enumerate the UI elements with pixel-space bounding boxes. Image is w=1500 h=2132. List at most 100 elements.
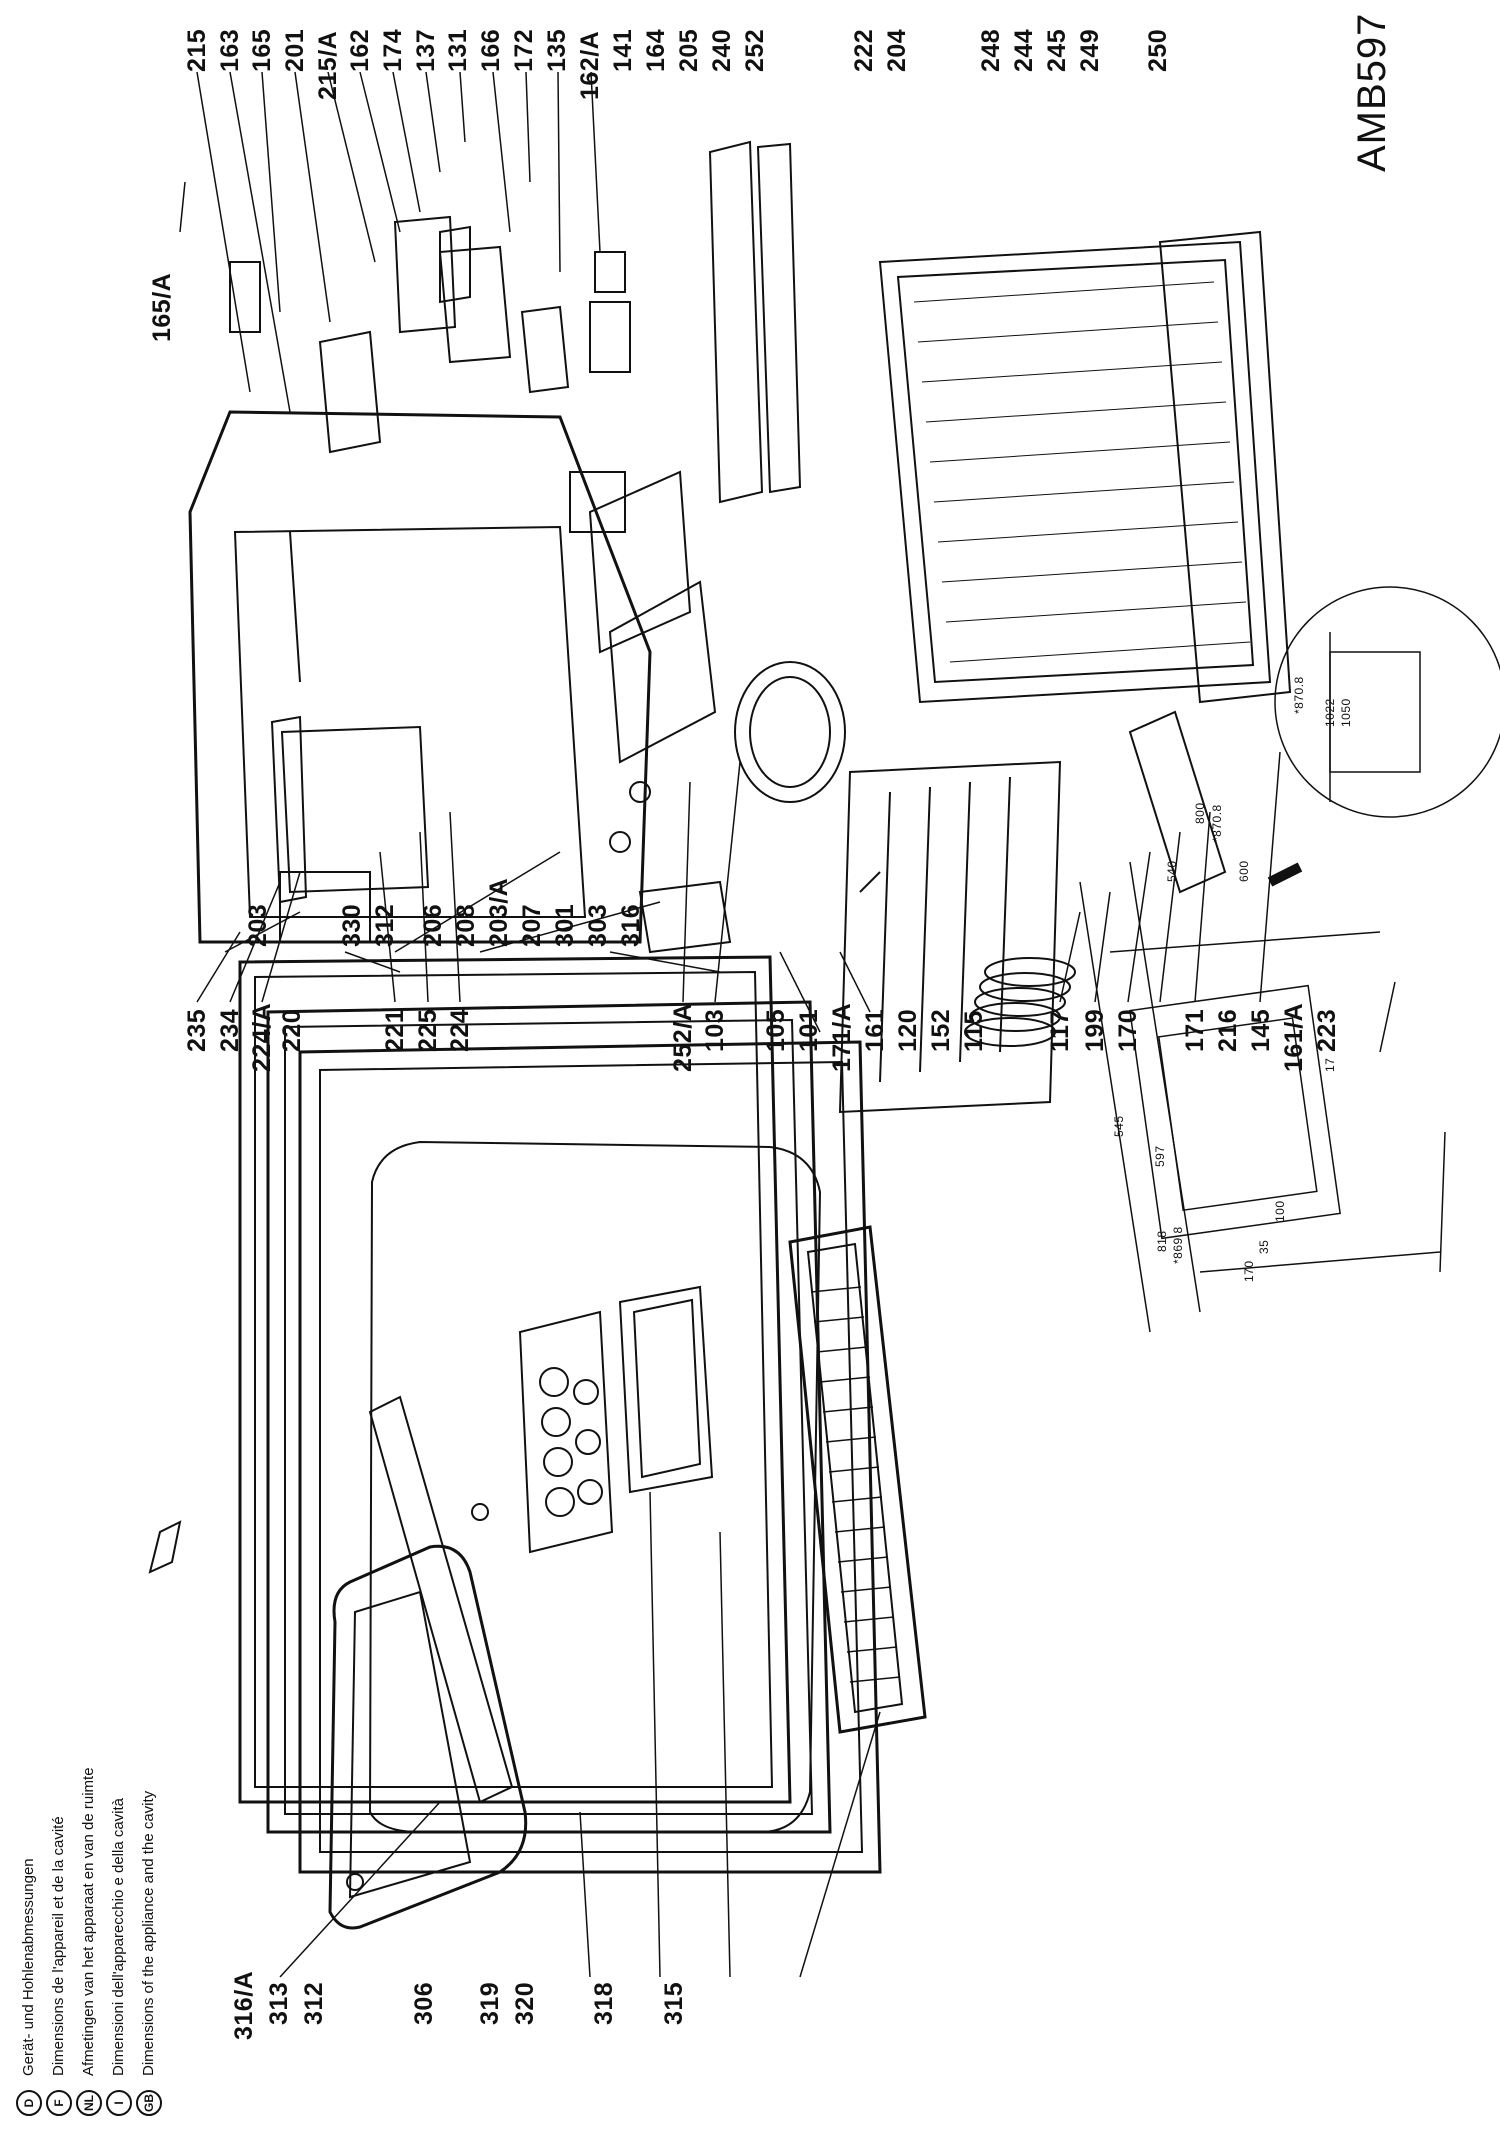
part-label: 316 [617, 903, 645, 947]
legend-row: F Dimensions de l'appareil et de la cavi… [44, 1556, 74, 2116]
dimension-label: 100 [1273, 1200, 1287, 1222]
part-label: 163 [216, 28, 244, 72]
legend-text: Afmetingen van het apparaat en van de ru… [80, 1767, 97, 2076]
part-label: 312 [371, 903, 399, 947]
part-label: 234 [216, 1008, 244, 1052]
part-label: 316/A [230, 1970, 258, 2040]
legend-row: I Dimensioni dell'apparecchio e della ca… [104, 1556, 134, 2116]
language-badge: NL [76, 2090, 102, 2116]
legend-text: Gerät- und Hohlenabmessungen [20, 1858, 37, 2076]
part-label: 313 [265, 1981, 293, 2025]
part-label: 145 [1247, 1008, 1275, 1052]
part-label: 312 [300, 1981, 328, 2025]
dimension-label: *869.8 [1171, 1226, 1185, 1264]
part-label: 131 [444, 28, 472, 72]
part-label: 306 [410, 1981, 438, 2025]
part-label: 174 [379, 28, 407, 72]
part-label: 171 [1181, 1008, 1209, 1052]
dimension-label: 1050 [1339, 698, 1353, 727]
part-label: 222 [850, 28, 878, 72]
part-label: 203 [244, 903, 272, 947]
installation-dimension-sketch [1079, 586, 1500, 1333]
dimension-label: 597 [1153, 1145, 1167, 1167]
part-label: 319 [476, 1981, 504, 2025]
part-label: 220 [278, 1008, 306, 1052]
drawing-code: AMB597 [1350, 12, 1394, 172]
part-label: 101 [795, 1008, 823, 1052]
part-label: 318 [590, 1981, 618, 2025]
legend-text: Dimensions de l'appareil et de la cavité [50, 1816, 67, 2076]
legend-text: Dimensioni dell'apparecchio e della cavi… [110, 1797, 127, 2076]
part-label: 165/A [148, 272, 176, 342]
part-label: 303 [584, 903, 612, 947]
part-label: 199 [1081, 1008, 1109, 1052]
dimension-label: 17 [1323, 1057, 1337, 1072]
part-label: 161 [861, 1008, 889, 1052]
part-label: 203/A [485, 877, 513, 947]
part-label: 141 [609, 28, 637, 72]
part-label: 330 [338, 903, 366, 947]
part-label: 205 [675, 28, 703, 72]
language-badge: I [106, 2090, 132, 2116]
legend-row: D Gerät- und Hohlenabmessungen [14, 1556, 44, 2116]
part-label: 137 [412, 28, 440, 72]
part-label: 115 [960, 1010, 988, 1052]
dimension-label: *870.8 [1210, 804, 1224, 842]
part-label: 223 [1313, 1008, 1341, 1052]
part-label: 240 [708, 28, 736, 72]
part-label: 216 [1214, 1008, 1242, 1052]
legend-row: NL Afmetingen van het apparaat en van de… [74, 1556, 104, 2116]
part-label: 162/A [576, 30, 604, 100]
part-label: 235 [183, 1008, 211, 1052]
part-label: 252 [741, 28, 769, 72]
language-badge: D [16, 2090, 42, 2116]
language-badge: GB [136, 2090, 162, 2116]
part-label: 224 [446, 1008, 474, 1052]
part-label: 248 [977, 28, 1005, 72]
legend-row: GB Dimensions of the appliance and the c… [134, 1556, 164, 2116]
part-label: 215 [183, 28, 211, 72]
part-label: 120 [894, 1008, 922, 1052]
part-label: 250 [1144, 28, 1172, 72]
part-label: 225 [414, 1008, 442, 1052]
part-label: 207 [518, 903, 546, 947]
part-label: 161/A [1280, 1002, 1308, 1072]
part-label: 172 [510, 28, 538, 72]
part-label: 249 [1076, 28, 1104, 72]
part-label: 206 [419, 903, 447, 947]
part-label: 224/A [248, 1002, 276, 1072]
part-label: 245 [1043, 28, 1071, 72]
legend-text: Dimensions of the appliance and the cavi… [140, 1790, 157, 2076]
part-label: 170 [1114, 1008, 1142, 1052]
cabinet-assembly [179, 71, 1292, 1978]
language-badge: F [46, 2090, 72, 2116]
part-label: 204 [883, 28, 911, 72]
dimension-label: 545 [1112, 1115, 1126, 1137]
part-label: 215/A [314, 30, 342, 100]
dimension-label: 600 [1237, 860, 1251, 882]
dimensions-legend: D Gerät- und Hohlenabmessungen F Dimensi… [14, 1556, 164, 2116]
part-label: 135 [543, 28, 571, 72]
part-label: 117 [1046, 1010, 1074, 1052]
dimension-label: 540 [1165, 860, 1179, 882]
part-label: 252/A [669, 1002, 697, 1072]
part-label: 315 [660, 1981, 688, 2025]
dimension-label: 35 [1257, 1239, 1271, 1254]
part-label: 166 [477, 28, 505, 72]
part-label: 162 [346, 28, 374, 72]
part-label: 152 [927, 1008, 955, 1052]
part-label: 103 [701, 1008, 729, 1052]
part-label: 164 [642, 28, 670, 72]
part-label: 208 [452, 903, 480, 947]
part-label: 171/A [828, 1002, 856, 1072]
part-label: 105 [762, 1008, 790, 1052]
part-label: 244 [1010, 28, 1038, 72]
part-label: 165 [248, 28, 276, 72]
dimension-label: *870.8 [1292, 676, 1306, 714]
part-label: 201 [281, 28, 309, 72]
door-assembly [148, 781, 927, 1930]
part-label: 221 [381, 1008, 409, 1052]
part-label: 301 [551, 903, 579, 947]
